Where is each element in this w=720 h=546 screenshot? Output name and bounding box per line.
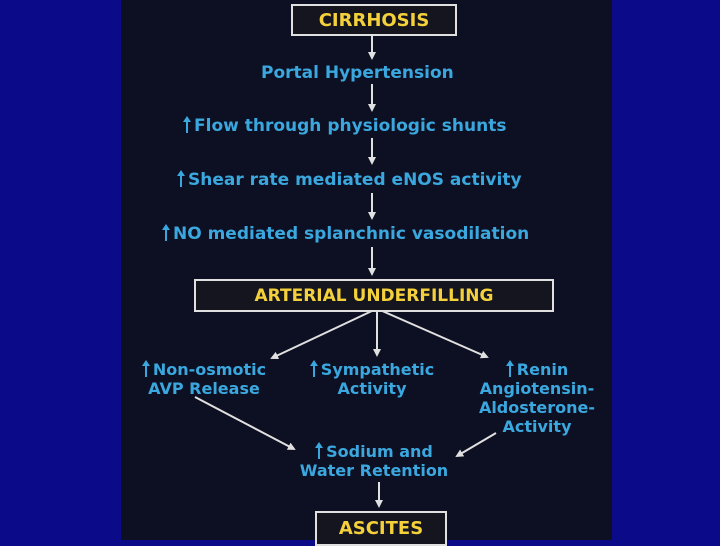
branch-sympathetic-activity: Sympathetic Activity — [297, 360, 447, 398]
step-portal-hypertension: Portal Hypertension — [261, 63, 454, 83]
branch-label-line: Activity — [337, 379, 407, 398]
step-enos-activity: Shear rate mediated eNOS activity — [177, 170, 522, 190]
arterial-underfilling-box: ARTERIAL UNDERFILLING — [194, 279, 554, 312]
branch-label-line: AVP Release — [148, 379, 260, 398]
step-label: Flow through physiologic shunts — [194, 116, 507, 136]
up-arrow-icon — [505, 360, 515, 377]
up-arrow-icon — [162, 224, 171, 241]
arterial-underfilling-label: ARTERIAL UNDERFILLING — [254, 285, 494, 306]
flow-arrows — [194, 35, 497, 508]
ascites-box: ASCITES — [315, 511, 447, 546]
step-label: Shear rate mediated eNOS activity — [188, 170, 522, 190]
step-no-vasodilation: NO mediated splanchnic vasodilation — [162, 224, 529, 244]
up-arrow-icon — [309, 360, 319, 377]
branch-raas-activity: Renin Angiotensin- Aldosterone- Activity — [467, 360, 607, 436]
arrow-underfilling-avp — [270, 309, 375, 360]
branch-label-line: Angiotensin- — [479, 379, 595, 398]
sodium-label-line: Sodium and — [326, 442, 433, 461]
up-arrow-icon — [315, 442, 324, 459]
sodium-label-line: Water Retention — [299, 461, 449, 480]
arrow-underfilling-raas — [379, 309, 489, 359]
cirrhosis-label: CIRRHOSIS — [318, 9, 430, 31]
branch-label-line: Sympathetic — [320, 360, 435, 379]
step-label: Portal Hypertension — [261, 63, 454, 83]
up-arrow-icon — [177, 170, 186, 187]
cirrhosis-box: CIRRHOSIS — [291, 4, 457, 36]
branch-label-line: Non-osmotic — [152, 360, 267, 379]
arrow-avp-sodium — [194, 396, 296, 450]
branch-avp-release: Non-osmotic AVP Release — [129, 360, 279, 398]
step-flow-shunts: Flow through physiologic shunts — [183, 116, 506, 136]
branch-label-line: Activity — [502, 417, 572, 436]
step-label: NO mediated splanchnic vasodilation — [173, 224, 530, 244]
up-arrow-icon — [141, 360, 151, 377]
branch-label-line: Renin — [516, 360, 569, 379]
ascites-label: ASCITES — [338, 518, 424, 539]
branch-label-line: Aldosterone- — [478, 398, 596, 417]
sodium-water-retention: Sodium and Water Retention — [279, 442, 469, 480]
diagram-panel: CIRRHOSIS Portal Hypertension Flow throu… — [121, 0, 612, 546]
up-arrow-icon — [183, 116, 192, 133]
arrow-raas-sodium — [455, 432, 497, 458]
